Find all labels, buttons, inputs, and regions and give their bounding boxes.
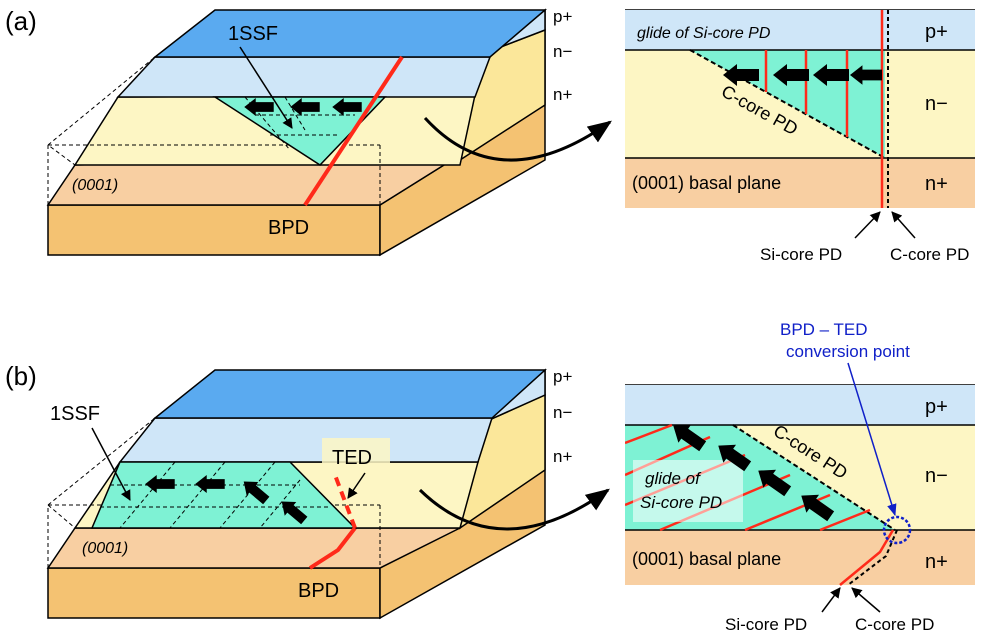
block-p-top xyxy=(116,56,492,98)
glide-label-bg xyxy=(633,460,743,522)
layer-label-nplus: n+ xyxy=(553,447,572,466)
section-layer-nminus: n− xyxy=(925,465,948,487)
conversion-label-line2: conversion point xyxy=(786,342,910,361)
c-core-pd-trace xyxy=(732,424,896,531)
panel-b: (b) xyxy=(5,320,975,634)
ted-label: TED xyxy=(332,447,372,469)
c-core-pd-trace xyxy=(689,49,886,159)
conversion-label-line1: BPD – TED xyxy=(780,320,868,339)
basal-text: (0001) basal plane xyxy=(632,549,781,569)
sf-label: 1SSF xyxy=(228,23,278,45)
hidden-edge-diag xyxy=(47,56,156,146)
ted-defect-line xyxy=(333,474,357,529)
si-core-pd-positions xyxy=(764,10,884,208)
layer-label-p: p+ xyxy=(553,367,572,386)
section-layer-nplus: n+ xyxy=(925,173,948,195)
section-layer-p: p+ xyxy=(925,396,948,418)
plane-label: (0001) xyxy=(72,177,118,194)
section-nplus-layer xyxy=(625,530,975,585)
zoom-arrow xyxy=(423,116,612,162)
bpd-label: BPD xyxy=(298,580,339,602)
plane-label: (0001) xyxy=(82,540,128,557)
section-nplus-layer xyxy=(625,158,975,208)
glide-text: glide of Si-core PD xyxy=(637,25,771,42)
c-core-label: C-core PD xyxy=(855,615,934,634)
si-core-pd-bpd xyxy=(839,529,895,586)
hidden-edge-diag xyxy=(47,417,156,506)
si-core-pointer xyxy=(821,587,841,613)
glide-line1: glide of xyxy=(645,469,702,488)
panel-b-section: glide of Si-core PD C-core PD (0001) bas… xyxy=(625,320,975,634)
glide-line2: Si-core PD xyxy=(640,493,722,512)
section-layer-p: p+ xyxy=(925,21,948,43)
bpd-label: BPD xyxy=(268,217,309,239)
basal-text: (0001) basal plane xyxy=(632,173,781,193)
section-layer-nplus: n+ xyxy=(925,551,948,573)
si-core-label: Si-core PD xyxy=(760,245,842,264)
c-core-pointer xyxy=(891,211,916,239)
section-p-layer xyxy=(625,385,975,425)
layer-label-p: p+ xyxy=(553,7,572,26)
panel-a-letter: (a) xyxy=(5,6,37,36)
sf-partial-traces xyxy=(244,96,355,151)
c-core-pd-bpd xyxy=(847,529,898,586)
block-top-surface xyxy=(152,9,548,58)
si-core-pointer xyxy=(854,211,881,239)
conversion-point-marker xyxy=(882,515,912,545)
ted-pointer-arrow xyxy=(347,472,366,499)
block-top-surface xyxy=(152,369,547,419)
panel-a: (a) xyxy=(5,6,975,264)
block-p-top xyxy=(118,417,494,463)
panel-a-block: 1SSF (0001) BPD p+ n− n+ xyxy=(46,7,572,257)
ted-label-bg xyxy=(322,438,390,472)
si-core-label: Si-core PD xyxy=(725,615,807,634)
layer-label-nminus: n− xyxy=(553,403,572,422)
bpd-defect-line xyxy=(303,55,404,207)
section-p-layer xyxy=(625,10,975,50)
conversion-pointer xyxy=(847,362,897,517)
sf-pointer-arrow xyxy=(239,46,293,129)
panel-b-block: TED 1SSF (0001) BPD p+ n− n+ xyxy=(46,367,572,620)
bpd-defect-line xyxy=(308,526,357,570)
c-core-pointer xyxy=(851,587,881,613)
layer-label-nminus: n− xyxy=(553,42,572,61)
panel-a-section: glide of Si-core PD C-core PD (0001) bas… xyxy=(625,9,975,264)
zoom-arrow xyxy=(418,488,610,531)
block-front-face xyxy=(47,204,381,256)
layer-label-nplus: n+ xyxy=(553,85,572,104)
sf-pointer-arrow xyxy=(91,427,131,501)
panel-b-letter: (b) xyxy=(5,361,37,391)
sf-label: 1SSF xyxy=(50,403,100,425)
section-layer-nminus: n− xyxy=(925,93,948,115)
c-core-label: C-core PD xyxy=(890,245,969,264)
